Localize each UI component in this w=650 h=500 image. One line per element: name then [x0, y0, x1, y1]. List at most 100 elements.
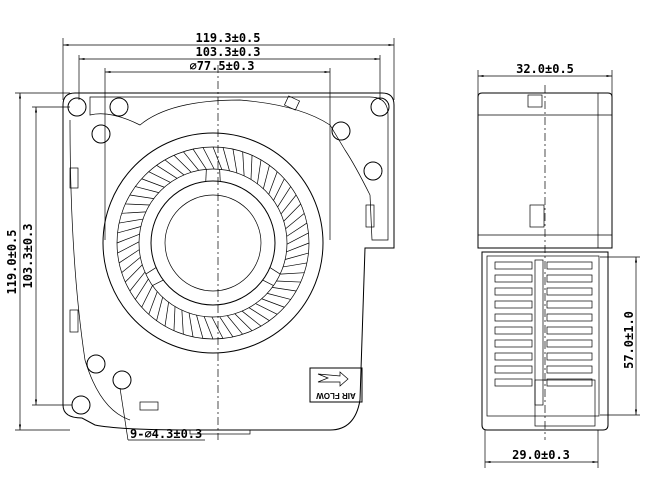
impeller-blade	[272, 287, 297, 292]
dim-label: 119.0±0.5	[5, 229, 19, 294]
impeller-blade	[164, 159, 185, 176]
impeller-blade	[192, 148, 207, 170]
impeller-blade	[202, 147, 215, 170]
mounting-hole	[67, 97, 87, 117]
impeller-blade	[121, 257, 141, 273]
impeller-blade	[222, 147, 230, 171]
fin	[494, 313, 533, 322]
dim-label: 57.0±1.0	[622, 311, 636, 369]
impeller-blade	[285, 213, 305, 229]
impeller-spoke	[205, 169, 207, 182]
impeller-blade	[203, 316, 214, 340]
impeller-spokes	[145, 169, 281, 286]
mounting-hole	[71, 395, 91, 415]
impeller-blade	[135, 186, 159, 193]
fin	[546, 326, 593, 335]
dim-label: 103.3±0.3	[195, 45, 260, 59]
fin	[546, 339, 593, 348]
mounting-hole	[331, 121, 351, 141]
airflow-label-box: AIR FLOW	[309, 367, 363, 403]
impeller-blade	[242, 151, 245, 176]
fin	[494, 287, 533, 296]
mounting-hole	[109, 97, 129, 117]
impeller-blade	[267, 293, 291, 300]
impeller-blade	[255, 303, 278, 315]
impeller-blade	[248, 307, 270, 321]
dim-label: 32.0±0.5	[516, 62, 574, 76]
side-view: 32.0±0.5 57.0±1.0 29.0±0.3	[477, 62, 640, 468]
impeller-blade	[257, 159, 262, 184]
fin	[546, 300, 593, 309]
impeller-blade	[280, 272, 305, 275]
mounting-hole	[86, 354, 106, 374]
dim-label: 103.3±0.3	[21, 223, 35, 288]
impeller-blade	[227, 315, 243, 335]
dim-label: 9-⌀4.3±0.3	[130, 427, 202, 441]
fin	[494, 261, 533, 270]
impeller-blade	[276, 280, 301, 283]
fin	[546, 287, 593, 296]
impeller-blade	[148, 171, 171, 183]
fin	[494, 352, 533, 361]
impeller-blade	[121, 211, 146, 214]
impeller-spoke	[262, 279, 274, 286]
impeller-blade	[277, 186, 291, 208]
impeller-blade	[183, 151, 199, 171]
impeller-blade	[116, 233, 140, 244]
impeller-blade	[283, 203, 301, 222]
impeller-blade	[125, 203, 150, 206]
impeller-blade	[117, 241, 140, 254]
impeller-blade	[212, 146, 223, 170]
impeller-blade	[148, 291, 158, 315]
mounting-holes	[67, 97, 390, 415]
fin	[546, 378, 593, 387]
impeller-blade	[268, 171, 278, 195]
impeller-blade	[219, 316, 234, 338]
front-view: 119.3±0.5 103.3±0.3 ⌀77.5±0.3 119.0±0.5 …	[5, 31, 395, 441]
impeller-blade	[286, 222, 308, 237]
impeller-blade	[196, 315, 204, 339]
mounting-hole	[112, 370, 132, 390]
impeller-spoke	[145, 267, 157, 275]
impeller-blade	[250, 155, 253, 180]
impeller-blade	[234, 313, 253, 331]
impeller-blade	[141, 178, 165, 188]
blade-ring	[138, 168, 288, 318]
dim-overall-width: 119.3±0.5	[62, 31, 395, 100]
dim-label: 119.3±0.5	[195, 31, 260, 45]
impeller-blade	[211, 316, 224, 339]
impeller-blade	[286, 242, 310, 253]
dim-label: ⌀77.5±0.3	[189, 59, 254, 73]
impeller-blade	[285, 252, 309, 260]
fin	[546, 274, 593, 283]
impeller-blade	[141, 285, 153, 308]
impeller-blade	[156, 297, 163, 321]
impeller-blade	[118, 249, 140, 264]
impeller-blade	[232, 149, 238, 174]
impeller-blade	[188, 312, 194, 337]
impeller	[102, 132, 324, 354]
fin	[546, 352, 593, 361]
impeller-blade	[241, 310, 262, 327]
fin	[494, 274, 533, 283]
impeller-spoke	[219, 169, 221, 182]
impeller-blade	[135, 278, 149, 300]
impeller-blade	[129, 194, 154, 199]
outlet-fins	[494, 261, 593, 387]
fan-housing	[62, 92, 395, 435]
dim-label: 29.0±0.3	[512, 448, 570, 462]
mounting-hole	[363, 161, 383, 181]
dim-inlet-diameter: ⌀77.5±0.3	[104, 59, 331, 240]
impeller-blade	[117, 226, 141, 234]
fin	[494, 339, 533, 348]
impeller-blade	[156, 165, 178, 179]
fin	[494, 326, 533, 335]
impeller-blade	[282, 262, 307, 268]
impeller-blade	[273, 178, 285, 201]
impeller-blade	[181, 310, 184, 335]
fin	[546, 261, 593, 270]
dim-holes-callout: 9-⌀4.3±0.3	[119, 387, 205, 441]
impeller-blade	[173, 155, 192, 173]
